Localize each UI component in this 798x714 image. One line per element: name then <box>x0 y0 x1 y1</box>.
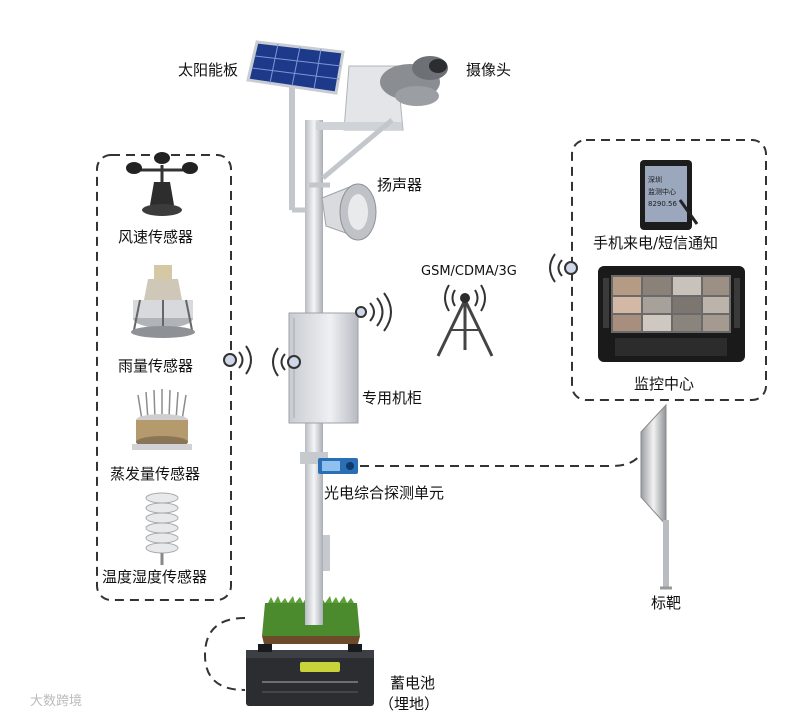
phone-screen-line: 8290.56 <box>648 200 677 208</box>
phone-screen-line: 监测中心 <box>648 187 676 196</box>
monitor-group-box <box>571 139 767 401</box>
label-rain-sensor: 雨量传感器 <box>118 357 194 375</box>
label-monitor-center: 监控中心 <box>634 375 695 393</box>
solar-panel-icon <box>246 40 345 213</box>
label-wind-sensor: 风速传感器 <box>118 228 194 246</box>
target-icon <box>640 403 672 590</box>
wireless-icon-sensors-right <box>272 347 301 377</box>
label-solar-panel: 太阳能板 <box>178 61 239 79</box>
wind-sensor-icon <box>126 152 198 216</box>
photoelectric-unit-icon <box>318 458 358 474</box>
antenna-tower-icon <box>436 284 494 357</box>
label-network: GSM/CDMA/3G <box>421 264 517 279</box>
wireless-icon-sensors-left <box>223 345 252 375</box>
monitor-wall-icon <box>598 266 745 362</box>
label-cabinet: 专用机柜 <box>362 389 423 407</box>
pole-box <box>323 535 330 571</box>
temp-humidity-sensor-icon <box>145 492 179 565</box>
label-temp-humidity-sensor: 温度湿度传感器 <box>102 568 208 586</box>
evaporation-sensor-icon <box>132 389 192 450</box>
label-battery: 蓄电池 <box>390 674 436 692</box>
watermark: 大数跨境 <box>30 694 83 709</box>
link-line-target <box>360 454 641 467</box>
speaker-icon <box>309 118 394 241</box>
label-camera: 摄像头 <box>466 61 512 79</box>
label-target: 标靶 <box>651 594 682 612</box>
label-photoelectric-unit: 光电综合探测单元 <box>324 484 445 502</box>
label-sms-notify: 手机来电/短信通知 <box>593 234 719 252</box>
phone-screen-line: 深圳 <box>648 175 662 184</box>
rain-sensor-icon <box>131 265 195 338</box>
battery-icon <box>246 644 374 706</box>
cabinet-icon <box>288 312 359 424</box>
camera-icon <box>316 56 448 131</box>
label-speaker: 扬声器 <box>377 176 423 194</box>
wireless-icon-cabinet <box>355 292 392 332</box>
label-battery-note: （埋地） <box>379 695 440 713</box>
wireless-icon-monitor <box>549 253 578 283</box>
label-evaporation-sensor: 蒸发量传感器 <box>110 465 201 483</box>
battery-bracket <box>203 617 246 691</box>
phone-icon: 深圳 监测中心 8290.56 <box>640 160 699 230</box>
